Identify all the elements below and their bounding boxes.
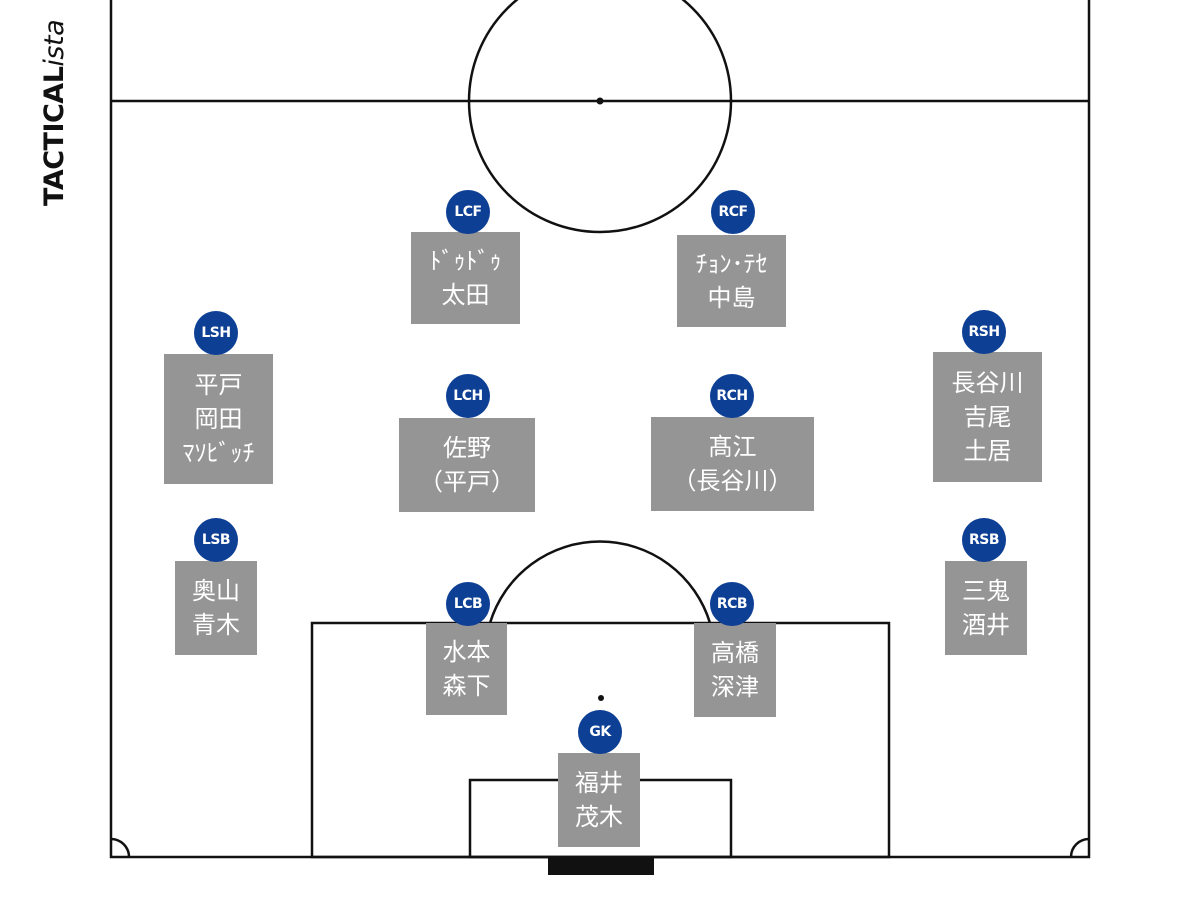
player-name: ﾄﾞｩﾄﾞｩ	[429, 247, 502, 275]
player-names-rsb: 三鬼 酒井	[945, 561, 1027, 655]
player-name: 長谷川	[951, 369, 1024, 397]
player-name: 三鬼	[962, 577, 1010, 605]
player-name: 茂木	[575, 803, 623, 831]
position-badge-lcf: LCF	[446, 190, 490, 234]
player-names-lcb: 水本 森下	[426, 623, 507, 715]
player-names-lsb: 奥山 青木	[175, 561, 257, 655]
player-names-rch: 髙江 （長谷川）	[651, 417, 814, 511]
player-name: 深津	[711, 673, 759, 701]
player-name: （平戸）	[419, 468, 515, 496]
player-name: 平戸	[194, 371, 243, 399]
player-name: ﾏｿﾋﾞｯﾁ	[182, 439, 255, 467]
position-badge-lsh: LSH	[194, 311, 238, 355]
player-name: 中島	[707, 284, 756, 312]
player-name: 酒井	[962, 611, 1010, 639]
player-names-lcf: ﾄﾞｩﾄﾞｩ 太田	[411, 232, 520, 324]
goal	[548, 858, 654, 875]
center-spot	[596, 97, 604, 105]
player-names-rcb: 高橋 深津	[694, 623, 776, 717]
player-name: 福井	[575, 769, 623, 797]
player-name: （長谷川）	[672, 467, 793, 495]
position-badge-rcb: RCB	[710, 582, 754, 626]
player-name: 太田	[441, 281, 490, 309]
position-badge-rch: RCH	[710, 374, 754, 418]
position-badge-gk: GK	[578, 710, 622, 754]
corner-arc-left	[110, 837, 131, 858]
position-badge-lcb: LCB	[446, 582, 490, 626]
player-name: 吉尾	[963, 403, 1012, 431]
player-name: 高橋	[711, 639, 759, 667]
player-name: 岡田	[194, 405, 243, 433]
position-badge-lsb: LSB	[194, 518, 238, 562]
player-names-rsh: 長谷川 吉尾 土居	[933, 352, 1042, 482]
player-name: 青木	[192, 611, 240, 639]
center-circle	[467, 0, 733, 234]
player-name: 髙江	[708, 433, 757, 461]
position-badge-rsh: RSH	[962, 310, 1006, 354]
player-name: 水本	[442, 638, 491, 666]
player-names-rcf: ﾁｮﾝ･ﾃｾ 中島	[677, 235, 786, 327]
player-names-lsh: 平戸 岡田 ﾏｿﾋﾞｯﾁ	[164, 354, 273, 484]
player-name: 奥山	[192, 577, 240, 605]
penalty-arc	[488, 540, 712, 624]
player-names-gk: 福井 茂木	[558, 753, 640, 847]
position-badge-rsb: RSB	[962, 518, 1006, 562]
position-badge-lch: LCH	[446, 374, 490, 418]
player-name: ﾁｮﾝ･ﾃｾ	[695, 250, 768, 278]
penalty-spot	[598, 695, 604, 701]
corner-arc-right	[1069, 837, 1090, 858]
player-name: 佐野	[443, 434, 491, 462]
player-name: 森下	[442, 672, 491, 700]
player-names-lch: 佐野 （平戸）	[399, 418, 535, 512]
player-name: 土居	[963, 437, 1012, 465]
position-badge-rcf: RCF	[711, 190, 755, 234]
